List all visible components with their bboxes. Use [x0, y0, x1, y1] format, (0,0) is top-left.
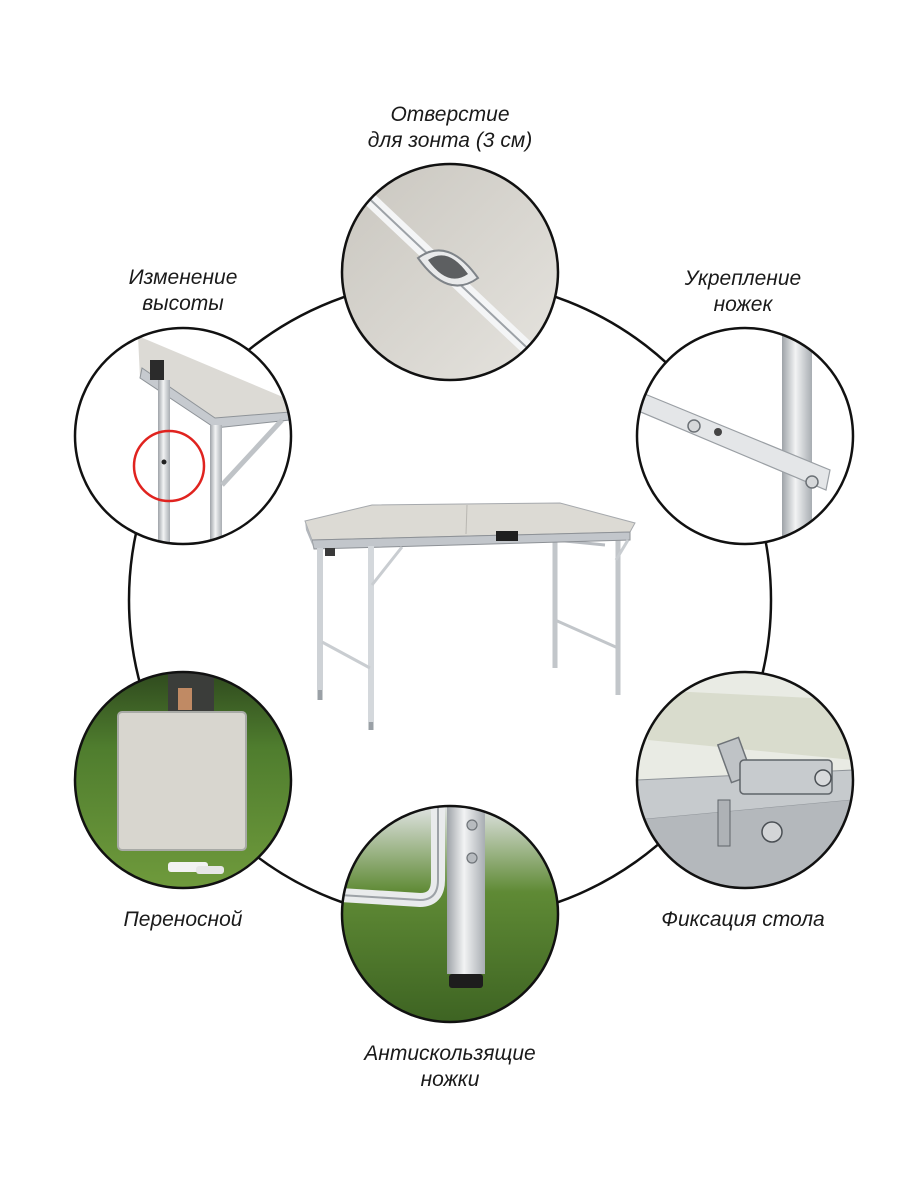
label-anti-slip: Антискользящие ножки: [340, 1041, 560, 1093]
label-legs-line1: Укрепление: [684, 267, 802, 290]
label-umbrella-hole: Отверстие для зонта (3 см): [350, 102, 550, 154]
label-umbrella-line1: Отверстие: [390, 103, 510, 126]
folding-table-image: [304, 502, 636, 730]
label-height-adjust: Изменение высоты: [83, 265, 283, 317]
anti-slip-foot-photo: [340, 804, 560, 1024]
height-adjust-photo: [73, 326, 293, 546]
label-height-line2: высоты: [142, 292, 224, 315]
label-lock-text: Фиксация стола: [661, 908, 825, 931]
label-antislip-line1: Антискользящие: [364, 1042, 536, 1065]
label-antislip-line2: ножки: [420, 1068, 480, 1091]
height-hole-highlight: [132, 429, 206, 503]
label-portable: Переносной: [83, 907, 283, 933]
label-portable-text: Переносной: [123, 908, 243, 931]
label-legs-line2: ножек: [713, 293, 773, 316]
label-leg-brace: Укрепление ножек: [643, 266, 843, 318]
label-umbrella-line2: для зонта (3 см): [367, 129, 533, 152]
carried-table-photo: [73, 670, 293, 890]
leg-brace-photo: [635, 326, 855, 546]
label-table-lock: Фиксация стола: [628, 907, 858, 933]
label-height-line1: Изменение: [128, 266, 238, 289]
table-lock-photo: [635, 670, 855, 890]
umbrella-hole-photo: [340, 162, 560, 382]
